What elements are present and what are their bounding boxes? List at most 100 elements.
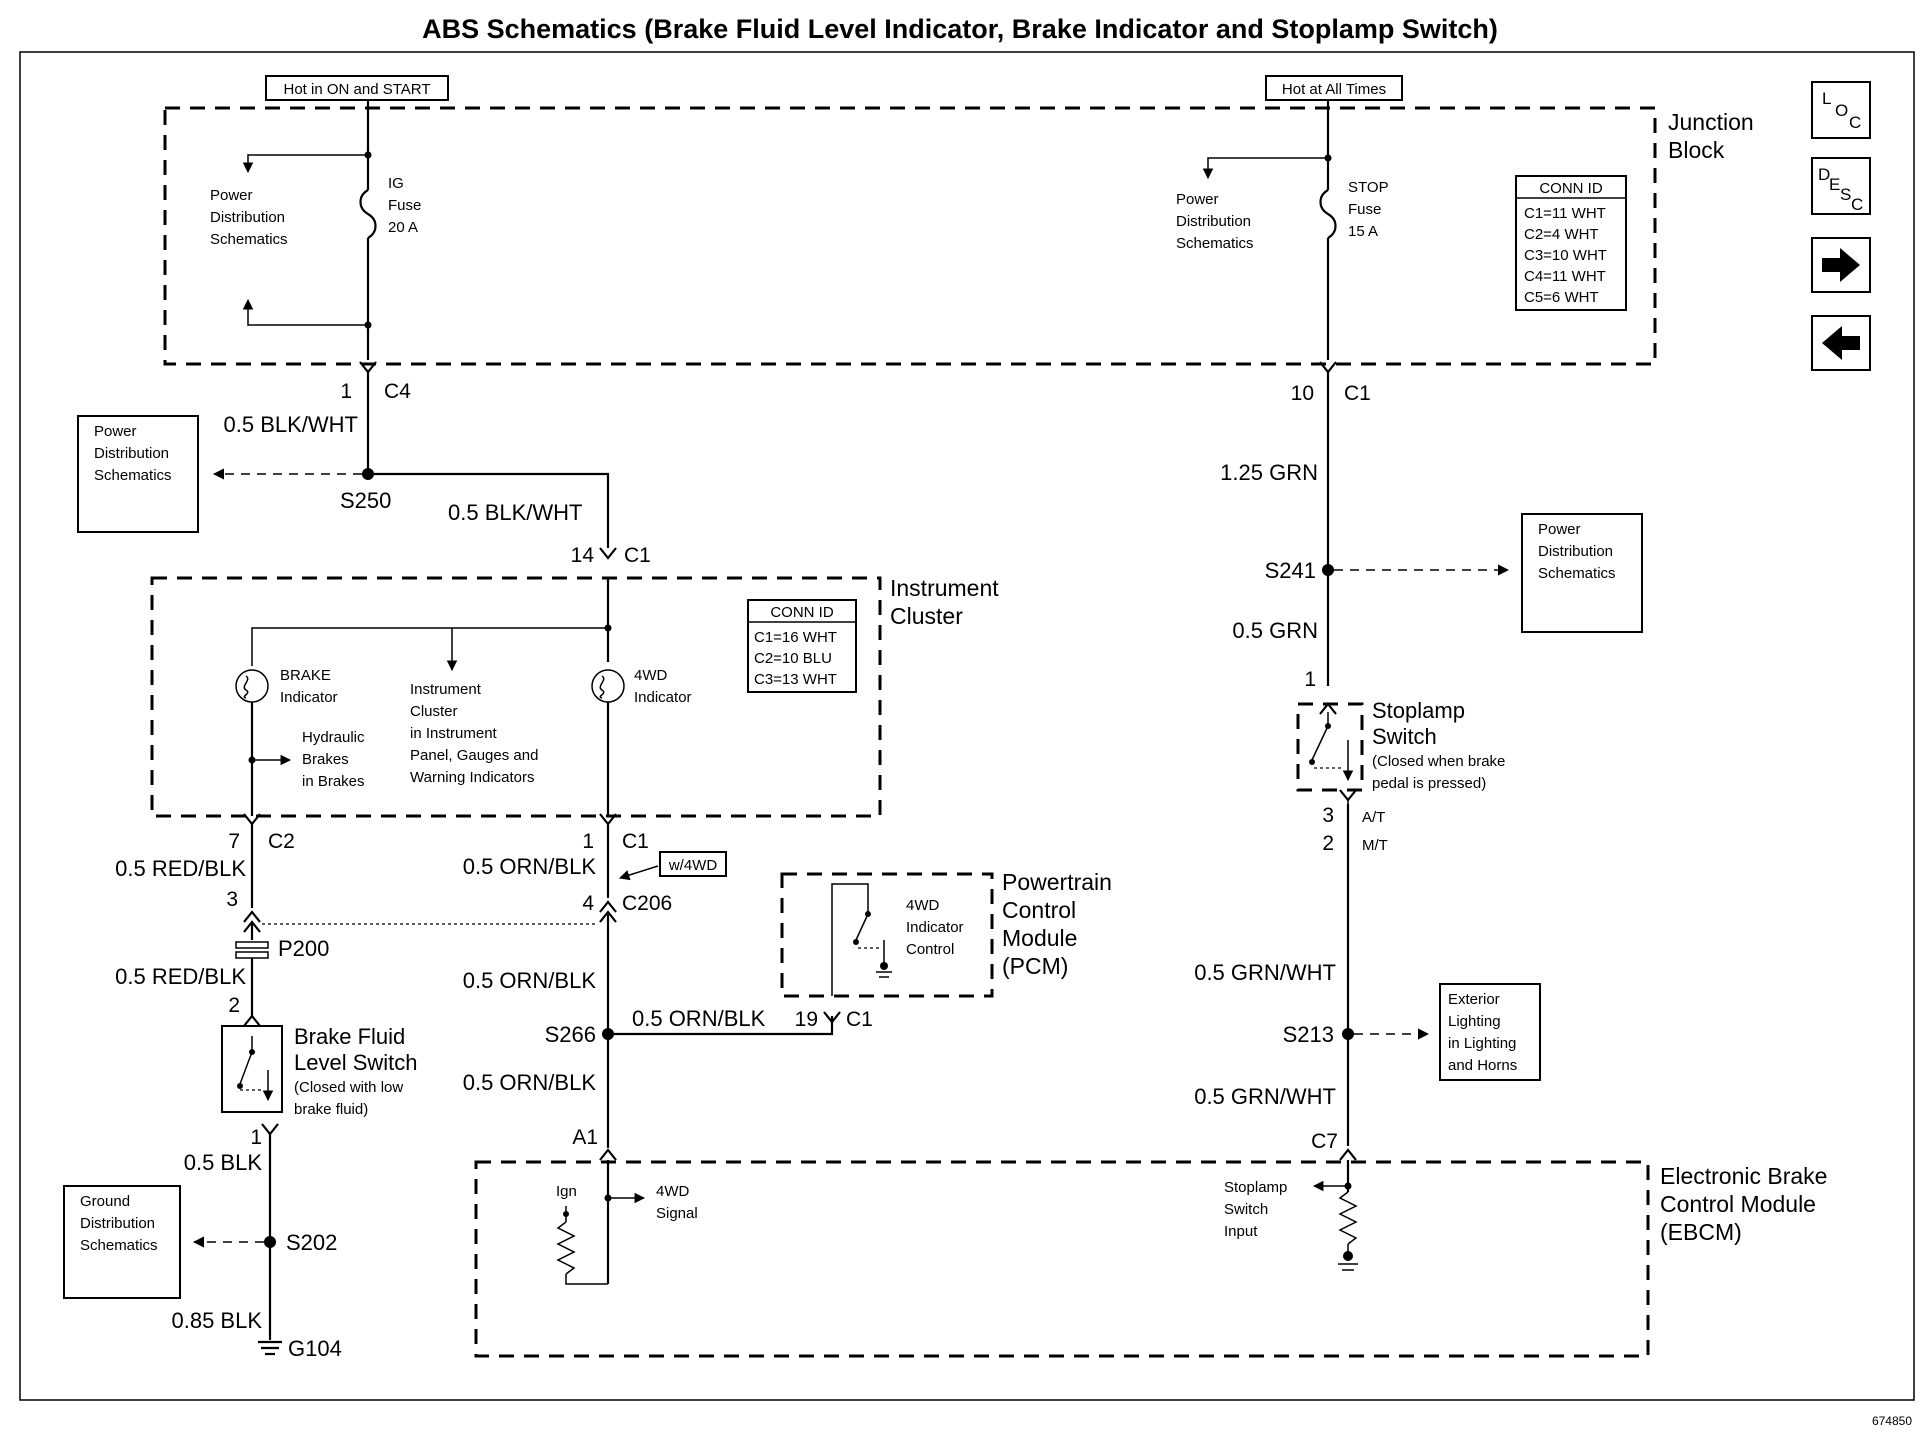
gds-box: Ground Distribution Schematics [63, 1185, 181, 1299]
desc-letter-e: E [1829, 175, 1840, 194]
wire-085-blk: 0.85 BLK [171, 1308, 262, 1333]
junction-block-label-2: Block [1668, 137, 1725, 163]
ebcm-ign-resistor-icon [556, 1206, 608, 1285]
p200-connector-icon [235, 941, 269, 959]
desc-button[interactable]: D E S C [1811, 157, 1871, 215]
wire-grn-wht-2: 0.5 GRN/WHT [1194, 1084, 1336, 1109]
bfls-note-1: (Closed with low [294, 1079, 403, 1096]
junction-block-boundary [163, 106, 1657, 366]
ext-box-4: and Horns [1448, 1057, 1517, 1074]
jb-conn-row-2: C2=4 WHT [1524, 226, 1599, 243]
ic-conn-row-1: C1=16 WHT [754, 629, 837, 646]
pds-left-2: Distribution [210, 209, 285, 226]
loc-letter-c: C [1849, 113, 1861, 132]
page-title: ABS Schematics (Brake Fluid Level Indica… [422, 14, 1498, 44]
pcm-inner-3: Control [906, 941, 954, 958]
wire-05-grn: 0.5 GRN [1232, 618, 1318, 643]
hot-tag-on-start-text: Hot in ON and START [284, 81, 431, 98]
ground-g104-label: G104 [288, 1336, 342, 1361]
4wd-indicator-1: 4WD [634, 667, 668, 684]
instrument-cluster-boundary [150, 576, 882, 818]
ebcm-label-3: (EBCM) [1660, 1219, 1742, 1245]
pin-1-stoplamp: 1 [1304, 668, 1316, 691]
ground-g104-icon [258, 1340, 282, 1356]
ig-fuse-icon [359, 189, 377, 239]
exterior-lighting-box: Exterior Lighting in Lighting and Horns [1439, 983, 1541, 1081]
conn-c4: C4 [384, 380, 411, 403]
loc-button[interactable]: L O C [1811, 81, 1871, 139]
jb-conn-row-1: C1=11 WHT [1524, 205, 1606, 222]
ig-fuse-label-2: Fuse [388, 197, 421, 214]
pds-right-3: Schematics [1176, 235, 1254, 252]
conn-c7: C7 [1311, 1130, 1338, 1153]
ebcm-boundary [474, 1160, 1650, 1358]
pin-c2-7: 7 [228, 830, 240, 853]
pds-left-1: Power [210, 187, 253, 204]
pcm-inner-1: 4WD [906, 897, 940, 914]
stoplamp-switch-boundary [1296, 702, 1364, 792]
pds-box-right: Power Distribution Schematics [1521, 513, 1643, 633]
prev-page-button[interactable] [1811, 315, 1871, 371]
pcm-boundary [780, 872, 994, 998]
gds-box-1: Ground [80, 1193, 130, 1210]
hot-tag-all-times-text: Hot at All Times [1282, 81, 1386, 98]
splice-s241-label: S241 [1265, 558, 1316, 583]
splice-s241 [1322, 564, 1334, 576]
cluster-ref-4: Panel, Gauges and [410, 747, 538, 764]
arrow-left-icon [1822, 326, 1860, 360]
pcm-indicator-switch-icon [831, 883, 892, 996]
wire-orn-blk-3: 0.5 ORN/BLK [632, 1006, 766, 1031]
cluster-ref-1: Instrument [410, 681, 482, 698]
pcm-label-4: (PCM) [1002, 953, 1068, 979]
brake-fluid-level-switch-icon [221, 1025, 283, 1113]
stop-fuse-label-2: Fuse [1348, 201, 1381, 218]
loc-letter-l: L [1822, 89, 1831, 108]
ig-fuse-label-1: IG [388, 175, 404, 192]
ebcm-label-1: Electronic Brake [1660, 1163, 1827, 1189]
splice-s202-label: S202 [286, 1230, 337, 1255]
conn-c206: C206 [622, 892, 672, 915]
conn-c1-14: C1 [624, 544, 651, 567]
4wd-indicator-lamp-icon [591, 669, 625, 703]
pds-box-left-2: Distribution [94, 445, 169, 462]
conn-c2: C2 [268, 830, 295, 853]
ebcm-label-2: Control Module [1660, 1191, 1816, 1217]
connector-c1-cluster [599, 547, 617, 560]
w4wd-tag: w/4WD [659, 851, 727, 877]
hot-tag-on-start: Hot in ON and START [265, 75, 449, 101]
ic-conn-row-2: C2=10 BLU [754, 650, 832, 667]
ebcm-stop-input-2: Switch [1224, 1201, 1268, 1218]
cluster-ref-2: Cluster [410, 703, 458, 720]
pin-3-right: 3 [1322, 804, 1334, 827]
conn-c1-right: C1 [1344, 382, 1371, 405]
desc-letter-c: C [1851, 195, 1863, 214]
pds-right-1: Power [1176, 191, 1219, 208]
pin-10: 10 [1291, 382, 1314, 405]
hydraulic-3: in Brakes [302, 773, 365, 790]
desc-letter-s: S [1840, 185, 1851, 204]
ic-conn-row-3: C3=13 WHT [754, 671, 837, 688]
ic-conn-header: CONN ID [770, 604, 834, 621]
stop-fuse-icon [1319, 189, 1337, 239]
next-page-button[interactable] [1811, 237, 1871, 293]
gds-box-2: Distribution [80, 1215, 155, 1232]
4wd-indicator-2: Indicator [634, 689, 692, 706]
wire-blk-wht-2: 0.5 BLK/WHT [448, 500, 582, 525]
pin-19: 19 [795, 1008, 818, 1031]
pcm-inner-2: Indicator [906, 919, 964, 936]
pcm-label-1: Powertrain [1002, 869, 1112, 895]
bfls-bottom-connector [261, 1123, 279, 1136]
at-label: A/T [1362, 809, 1385, 826]
pin-2-right: 2 [1322, 832, 1334, 855]
pin-c1-14: 14 [571, 544, 595, 567]
wire-grn-wht-1: 0.5 GRN/WHT [1194, 960, 1336, 985]
brake-indicator-2: Indicator [280, 689, 338, 706]
jb-conn-header: CONN ID [1539, 180, 1603, 197]
pds-box-right-1: Power [1538, 521, 1581, 538]
wire-red-blk-1: 0.5 RED/BLK [115, 856, 246, 881]
cluster-conn-id-table: CONN ID C1=16 WHT C2=10 BLU C3=13 WHT [747, 599, 857, 693]
ebcm-stop-input-3: Input [1224, 1223, 1258, 1240]
hydraulic-1: Hydraulic [302, 729, 365, 746]
ebcm-ign: Ign [556, 1183, 577, 1200]
